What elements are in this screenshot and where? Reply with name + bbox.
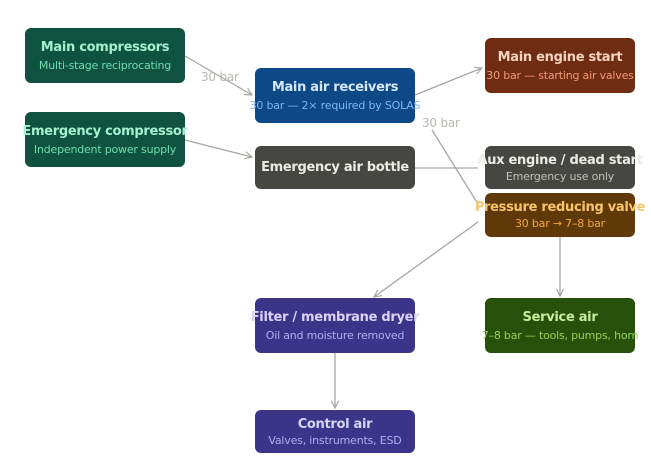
node-subtitle: 7–8 bar — tools, pumps, horn: [481, 328, 639, 342]
node-title: Service air: [522, 309, 598, 325]
node-title: Aux engine / dead start: [477, 152, 643, 168]
node-filter-membrane-dryer[interactable]: Filter / membrane dryer Oil and moisture…: [251, 298, 420, 353]
node-service-air[interactable]: Service air 7–8 bar — tools, pumps, horn: [482, 298, 638, 353]
node-subtitle: 30 bar — 2× required by SOLAS: [249, 98, 421, 112]
node-title: Main compressors: [40, 39, 170, 55]
node-title: Main engine start: [497, 49, 623, 65]
node-main-engine-start[interactable]: Main engine start 30 bar — starting air …: [485, 38, 635, 93]
edge-emergency-compressor-to-bottle: [184, 139, 252, 157]
edge-label-compressors-receivers: 30 bar: [201, 70, 239, 84]
edge-receivers-to-main-engine-start: [414, 68, 482, 96]
node-emergency-air-bottle[interactable]: Emergency air bottle: [255, 146, 415, 189]
node-title: Emergency compressor: [22, 123, 188, 139]
node-pressure-reducing-valve[interactable]: Pressure reducing valve 30 bar → 7–8 bar: [475, 193, 645, 237]
edge-prv-to-filter: [374, 221, 479, 297]
node-subtitle: Oil and moisture removed: [265, 328, 405, 342]
node-subtitle: Emergency use only: [505, 169, 615, 183]
node-title: Control air: [297, 416, 373, 432]
node-subtitle: Independent power supply: [33, 142, 177, 156]
node-emergency-compressor[interactable]: Emergency compressor Independent power s…: [22, 112, 188, 167]
node-subtitle: 30 bar → 7–8 bar: [515, 217, 605, 230]
node-main-air-receivers[interactable]: Main air receivers 30 bar — 2× required …: [250, 68, 421, 123]
node-control-air[interactable]: Control air Valves, instruments, ESD: [255, 410, 415, 453]
edge-label-receivers-prv: 30 bar: [422, 116, 460, 130]
edge-main-compressors-to-receivers: [184, 55, 252, 95]
node-subtitle: Multi-stage reciprocating: [38, 58, 172, 72]
node-title: Pressure reducing valve: [474, 200, 646, 215]
node-subtitle: 30 bar — starting air valves: [486, 68, 634, 82]
edge-receivers-to-prv: [431, 129, 479, 205]
node-title: Filter / membrane dryer: [250, 309, 420, 325]
node-subtitle: Valves, instruments, ESD: [268, 433, 402, 447]
node-main-compressors[interactable]: Main compressors Multi-stage reciprocati…: [25, 28, 185, 83]
node-title: Main air receivers: [271, 79, 399, 95]
node-aux-engine-dead-start[interactable]: Aux engine / dead start Emergency use on…: [477, 146, 643, 189]
node-title: Emergency air bottle: [261, 160, 409, 175]
